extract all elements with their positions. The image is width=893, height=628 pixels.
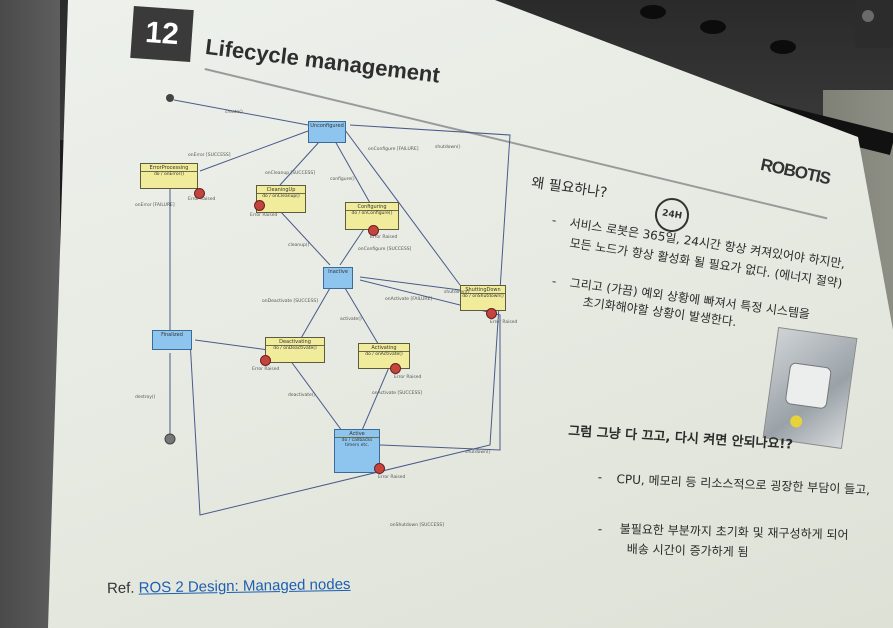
label-on-shutdown-success: onShutdown [SUCCESS] bbox=[390, 523, 445, 528]
error-dot-icon bbox=[374, 463, 385, 474]
bullet-2-dash: - bbox=[551, 274, 558, 289]
camera-lens-icon bbox=[862, 10, 874, 22]
label-on-activate-failure: onActivate [FAILURE] bbox=[385, 297, 433, 302]
slide-number: 12 bbox=[130, 5, 194, 63]
error-dot-icon bbox=[260, 355, 271, 366]
bullet-3-dash: - bbox=[597, 470, 603, 485]
label-deactivate: deactivate() bbox=[288, 393, 316, 398]
label-error-raised: Error Raised bbox=[188, 197, 216, 202]
question-why-needed: 왜 필요하나? bbox=[530, 174, 609, 202]
smiley-icon bbox=[789, 414, 803, 429]
bullet-4-dash: - bbox=[597, 522, 603, 537]
label-on-activate-success: onActivate [SUCCESS] bbox=[372, 391, 422, 396]
question-restart: 그럼 그냥 다 끄고, 다시 켜면 안되나요!? bbox=[567, 423, 794, 453]
label-shutdown: shutdown() bbox=[444, 290, 470, 295]
diagram-arrows bbox=[164, 94, 511, 516]
reference-link[interactable]: ROS 2 Design: Managed nodes bbox=[138, 575, 351, 597]
label-on-cleanup-success: onCleanup [SUCCESS] bbox=[265, 171, 316, 176]
ceiling-camera bbox=[855, 0, 893, 48]
state-inactive: Inactive bbox=[323, 267, 353, 289]
ceiling-lamp bbox=[700, 20, 726, 34]
ceiling-lamp bbox=[640, 5, 666, 19]
robot-icon bbox=[784, 362, 833, 410]
label-shutdown: shutdown() bbox=[435, 145, 461, 150]
label-error-raised: Error Raised bbox=[394, 375, 422, 380]
bullet-1-dash: - bbox=[551, 213, 558, 228]
label-on-error-failure: onError [FAILURE] bbox=[135, 203, 175, 208]
label-destroy: destroy() bbox=[135, 395, 156, 400]
slide-title: Lifecycle management bbox=[203, 34, 442, 88]
room-wall-left bbox=[0, 0, 60, 628]
label-error-raised: Error Raised bbox=[252, 367, 280, 372]
label-error-raised: Error Raised bbox=[490, 320, 518, 325]
label-activate: activate() bbox=[340, 317, 362, 322]
state-unconfigured: Unconfigured bbox=[308, 121, 346, 143]
label-create: create() bbox=[225, 110, 243, 115]
robotis-logo: ROBOTIS bbox=[758, 154, 832, 189]
reference-prefix: Ref. bbox=[106, 579, 135, 598]
reference: Ref. ROS 2 Design: Managed nodes bbox=[107, 576, 351, 597]
label-configure: configure() bbox=[330, 177, 355, 182]
label-cleanup: cleanup() bbox=[288, 243, 310, 248]
error-dot-icon bbox=[486, 308, 497, 319]
bullet-4-line-2: 배송 시간이 증가하게 됨 bbox=[626, 541, 749, 560]
label-error-raised: Error Raised bbox=[370, 235, 398, 240]
label-on-configure-failure: onConfigure [FAILURE] bbox=[368, 147, 419, 152]
error-dot-icon bbox=[194, 188, 205, 199]
robot-photo bbox=[762, 326, 858, 450]
bullet-3-text: CPU, 메모리 등 리소스적으로 굉장한 부담이 들고, bbox=[616, 471, 871, 498]
label-shutdown: shutdown() bbox=[465, 450, 491, 455]
state-finalized: Finalized bbox=[152, 330, 192, 350]
error-dot-icon bbox=[254, 200, 265, 211]
bullet-4-line-1: 불필요한 부분까지 초기화 및 재구성하게 되어 bbox=[619, 521, 849, 542]
error-dot-icon bbox=[390, 363, 401, 374]
label-error-raised: Error Raised bbox=[378, 475, 406, 480]
error-dot-icon bbox=[368, 225, 379, 236]
label-on-deactivate-success: onDeactivate [SUCCESS] bbox=[262, 299, 318, 304]
label-on-configure-success: onConfigure [SUCCESS] bbox=[358, 247, 412, 252]
label-on-error-success: onError [SUCCESS] bbox=[188, 153, 231, 158]
ceiling-lamp bbox=[770, 40, 796, 54]
label-error-raised: Error Raised bbox=[250, 213, 278, 218]
